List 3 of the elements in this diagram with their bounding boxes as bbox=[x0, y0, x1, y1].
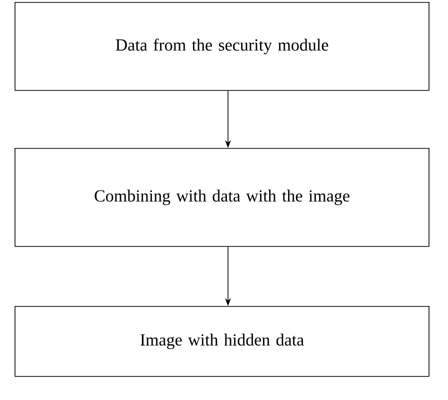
process-box: Image with hidden data bbox=[14, 306, 430, 377]
process-box: Data from the security module bbox=[14, 2, 430, 91]
process-box: Combining with data with the image bbox=[14, 148, 430, 247]
